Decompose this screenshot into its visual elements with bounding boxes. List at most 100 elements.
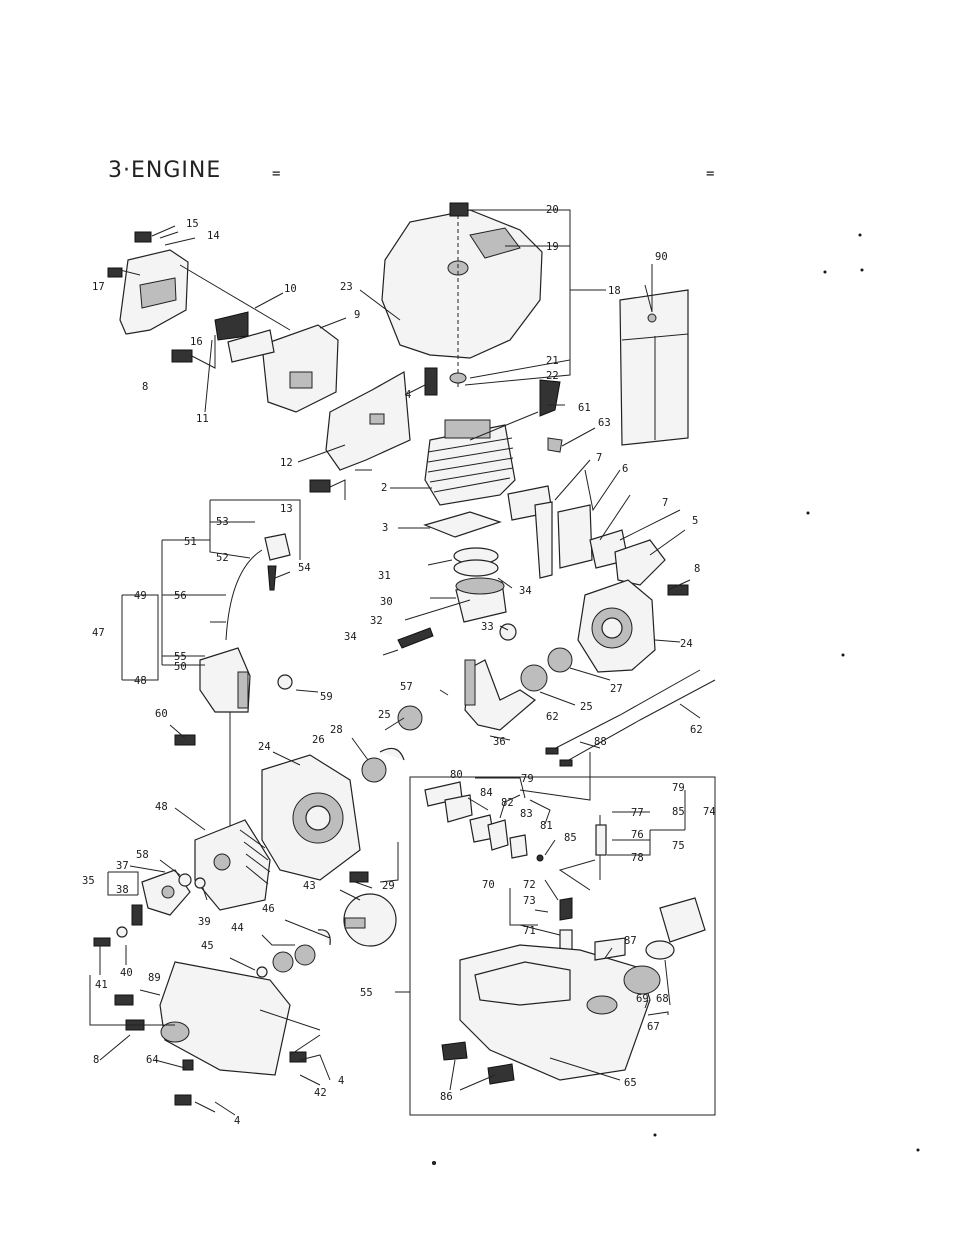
fuel-filter-part (559, 897, 573, 921)
callout-8c: 8 (93, 1054, 99, 1066)
scan-specks (432, 233, 920, 1165)
fuel-system-frame (409, 776, 716, 1116)
muffler-group (107, 225, 411, 500)
callout-79a: 79 (521, 773, 534, 785)
callout-23: 23 (340, 281, 353, 293)
callout-49: 49 (134, 590, 147, 602)
cover-washer (449, 372, 467, 384)
callout-4a: 4 (405, 389, 411, 401)
drum-bearing-a (294, 944, 316, 966)
warning-label-group (619, 264, 689, 446)
circlip (379, 747, 405, 761)
connecting-rod (464, 659, 476, 706)
drum-washer (256, 966, 268, 978)
callout-47: 47 (92, 627, 105, 639)
tank-inner (474, 961, 571, 1006)
callout-15: 15 (186, 218, 199, 230)
callout-32: 32 (370, 615, 383, 627)
mark-left: = (272, 166, 280, 182)
callout-5: 5 (692, 515, 698, 527)
muffler-gasket-part (227, 329, 275, 363)
callout-8a: 8 (142, 381, 148, 393)
crankcase-right-leader (539, 639, 681, 706)
callout-83: 83 (520, 808, 533, 820)
muffler-cover-slots (139, 277, 177, 309)
callout-28: 28 (330, 724, 343, 736)
callout-17: 17 (92, 281, 105, 293)
callout-65: 65 (624, 1077, 637, 1089)
cap-rim (623, 965, 661, 995)
intake-leader-lines (554, 459, 691, 591)
callout-30: 30 (380, 596, 393, 608)
clutch-spring (131, 904, 143, 926)
cover-knob-part (449, 202, 469, 217)
cylinder-leader-lines (390, 384, 432, 529)
plug-cap (547, 437, 563, 453)
callout-16: 16 (190, 336, 203, 348)
primer-fitting-b (487, 819, 509, 851)
crankcase-left-group (174, 751, 399, 911)
fuel-pipe (558, 815, 601, 891)
piston-ring-2 (453, 559, 499, 577)
callout-43: 43 (303, 880, 316, 892)
insulator-plate (557, 504, 593, 569)
callout-26: 26 (312, 734, 325, 746)
callout-82: 82 (501, 797, 514, 809)
callout-71: 71 (523, 925, 536, 937)
callout-27: 27 (610, 683, 623, 695)
callout-41: 41 (95, 979, 108, 991)
ignition-leader-lines (121, 499, 319, 855)
callout-51: 51 (184, 536, 197, 548)
mark-right: = (706, 166, 714, 182)
callout-64: 64 (146, 1054, 159, 1066)
callout-63: 63 (598, 417, 611, 429)
piston-pin (397, 627, 434, 649)
housing-bolt-d (174, 1094, 192, 1106)
tank-grommet-a (441, 1041, 468, 1061)
callout-24b: 24 (258, 741, 271, 753)
needle-bearing (499, 623, 517, 641)
clutch-washer (178, 873, 192, 887)
plug-leader-lines (469, 404, 596, 447)
callout-67: 67 (647, 1021, 660, 1033)
carb-adapter-part (614, 539, 666, 586)
callout-19: 19 (546, 241, 559, 253)
tank-cap-part (659, 897, 706, 943)
tank-grommet-b (487, 1063, 515, 1085)
clutch-washer-3 (116, 926, 128, 938)
callout-4c: 4 (234, 1115, 240, 1127)
clutch-washer-2 (194, 877, 206, 889)
callout-24a: 24 (680, 638, 693, 650)
spark-plug-boot (264, 533, 291, 561)
callout-74: 74 (703, 806, 716, 818)
warning-label-part (619, 289, 689, 446)
callout-14: 14 (207, 230, 220, 242)
callout-69: 69 (636, 993, 649, 1005)
drum-clip (317, 929, 331, 946)
fuel-line-group (545, 669, 716, 767)
callout-34b: 34 (344, 631, 357, 643)
crankshaft-part (464, 659, 536, 731)
callout-75: 75 (672, 840, 685, 852)
cover-bracket-lines (359, 209, 606, 386)
callout-44: 44 (231, 922, 244, 934)
callout-50: 50 (174, 661, 187, 673)
callout-7b: 7 (662, 497, 668, 509)
tank-gasket (594, 937, 626, 961)
callout-76: 76 (631, 829, 644, 841)
callout-72: 72 (523, 879, 536, 891)
boot-spring (267, 565, 277, 591)
callout-54: 54 (298, 562, 311, 574)
fan-housing-part (159, 961, 291, 1076)
fan-housing-group (89, 961, 331, 1116)
adapter-bolt (667, 584, 689, 596)
callout-58: 58 (136, 849, 149, 861)
callout-22: 22 (546, 370, 559, 382)
drum-bearing-b (272, 951, 294, 973)
callout-6: 6 (622, 463, 628, 475)
callout-62b: 62 (690, 724, 703, 736)
callout-25a: 25 (580, 701, 593, 713)
callout-9: 9 (354, 309, 360, 321)
callout-89: 89 (148, 972, 161, 984)
